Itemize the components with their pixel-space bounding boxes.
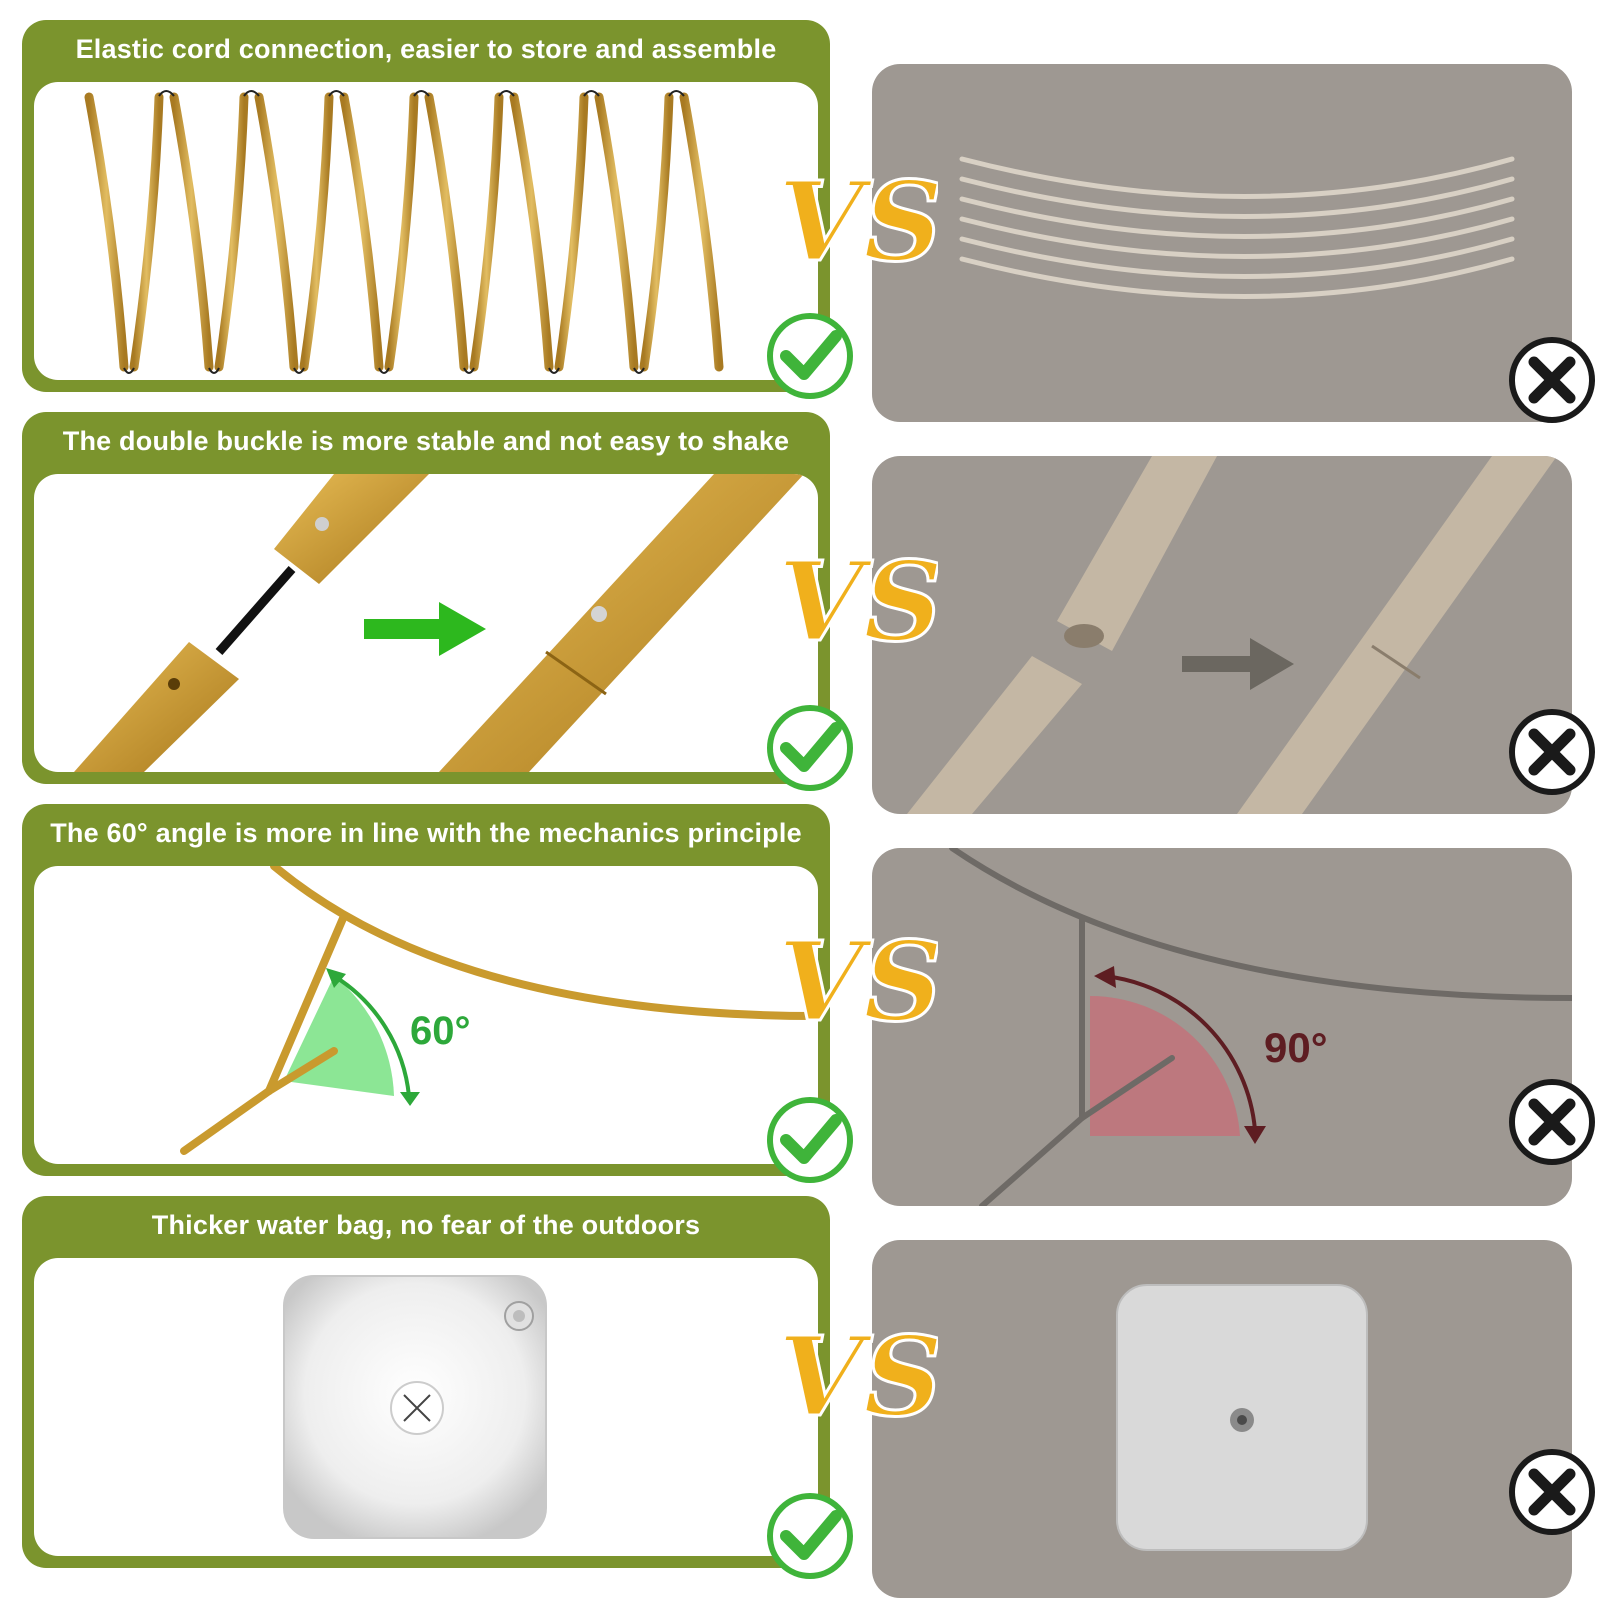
vs-icon: VS (758, 500, 945, 700)
x-mark-icon (1506, 1076, 1598, 1168)
comparison-row-angle: The 60° angle is more in line with the m… (0, 804, 1600, 1206)
plain-tube-joined (1237, 456, 1557, 814)
vs-icon: VS (758, 1275, 945, 1475)
row-title: The double buckle is more stable and not… (62, 426, 790, 456)
check-icon (764, 1094, 856, 1186)
svg-text:VS: VS (778, 917, 938, 1046)
arrow-right-icon (364, 602, 486, 656)
arrow-right-icon (1182, 638, 1294, 690)
vs-icon: VS (758, 880, 945, 1080)
bad-panel: 90° (872, 848, 1572, 1206)
check-icon (764, 702, 856, 794)
left-pole-separated (74, 474, 429, 772)
bad-panel (872, 1240, 1572, 1598)
row-title: Elastic cord connection, easier to store… (75, 34, 777, 64)
row-title: Thicker water bag, no fear of the outdoo… (151, 1210, 701, 1240)
good-image-water-bag (34, 1258, 818, 1556)
angle-label: 60° (410, 1009, 471, 1053)
loose-pole-segments (959, 156, 1515, 299)
good-image-60-degree: 60° (34, 866, 818, 1164)
bad-panel (872, 456, 1572, 814)
comparison-row-water-bag: Thicker water bag, no fear of the outdoo… (0, 1196, 1600, 1598)
x-mark-icon (1506, 706, 1598, 798)
angle-arrow (332, 974, 411, 1097)
elastic-cords (123, 90, 685, 374)
comparison-row-double-buckle: The double buckle is more stable and not… (0, 412, 1600, 814)
plain-tube-separated (907, 456, 1217, 814)
bad-panel (872, 64, 1572, 422)
svg-text:VS: VS (778, 1312, 938, 1441)
x-mark-icon (1506, 334, 1598, 426)
good-panel: The 60° angle is more in line with the m… (22, 804, 830, 1176)
angle-arrow (1103, 974, 1257, 1131)
right-pole-joined (439, 474, 804, 772)
check-icon (764, 310, 856, 402)
check-icon (764, 1490, 856, 1582)
row-title: The 60° angle is more in line with the m… (50, 818, 802, 848)
good-image-elastic-poles (34, 82, 818, 380)
good-image-double-buckle (34, 474, 818, 772)
bad-angle-label: 90° (1264, 1024, 1328, 1071)
good-panel: Thicker water bag, no fear of the outdoo… (22, 1196, 830, 1568)
good-panel: Elastic cord connection, easier to store… (22, 20, 830, 392)
x-mark-icon (1506, 1446, 1598, 1538)
gray-arch-frame (949, 848, 1572, 1206)
svg-text:VS: VS (778, 537, 938, 666)
gold-pole-segments (84, 92, 724, 372)
comparison-row-elastic-cord: Elastic cord connection, easier to store… (0, 20, 1600, 422)
vs-icon: VS (758, 120, 945, 320)
gold-arch-frame (180, 866, 818, 1155)
angle-sector (284, 976, 394, 1096)
svg-text:VS: VS (778, 157, 938, 286)
good-panel: The double buckle is more stable and not… (22, 412, 830, 784)
